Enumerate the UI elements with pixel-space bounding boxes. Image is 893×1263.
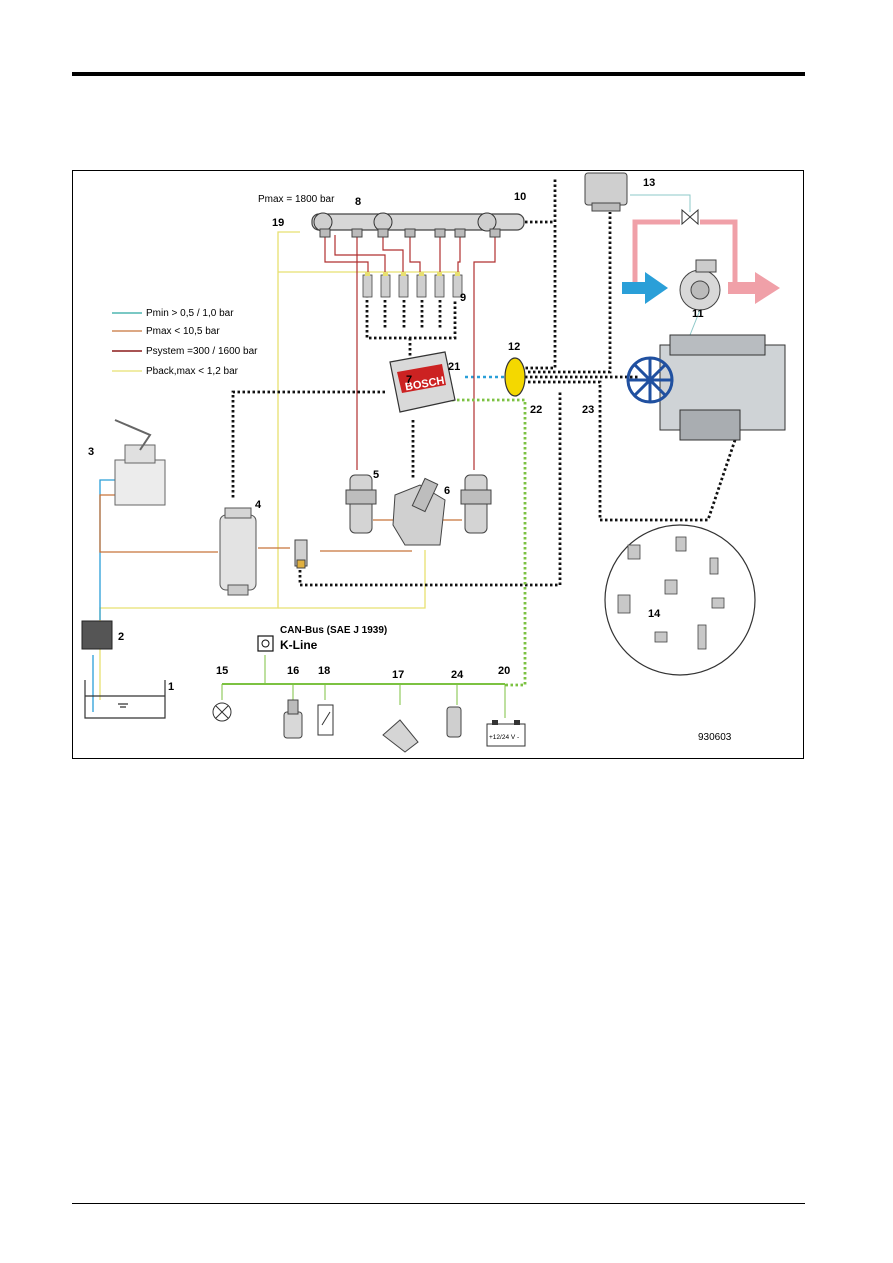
label-23: 23 [582,404,594,416]
label-6: 6 [444,485,450,497]
high-pressure-lines [324,235,496,470]
label-15: 15 [216,665,228,677]
engine [626,334,786,441]
sensor-group [604,524,756,676]
turbocharger [679,259,721,311]
ecu [389,351,456,413]
fuel-filter [219,507,257,596]
common-rail [311,212,525,238]
k-line-label: K-Line [280,638,318,652]
label-18: 18 [318,665,330,677]
exhaust-outlet-arrow [728,272,780,304]
diagnostic-connector [257,635,274,652]
fuel-temp-sensor [294,539,308,569]
battery [486,720,526,747]
label-17: 17 [392,669,404,681]
high-pressure-pump-5 [345,474,377,534]
label-21: 21 [448,361,460,373]
label-1: 1 [168,681,174,693]
legend-4: Pback,max < 1,2 bar [146,366,239,377]
low-pressure-lines [92,375,505,712]
figure-id: 930603 [698,732,732,743]
legend: Pmin > 0,5 / 1,0 bar Pmax < 10,5 bar Psy… [112,308,258,377]
label-9: 9 [460,292,466,304]
label-14: 14 [648,608,661,620]
prefilter-block [81,620,113,650]
label-16: 16 [287,665,299,677]
battery-label: +12/24 V - [489,734,519,741]
header-rule [72,72,805,76]
signal-wiring [231,178,737,587]
can-bus-label: CAN-Bus (SAE J 1939) [280,625,387,636]
label-22: 22 [530,404,542,416]
label-20: 20 [498,665,510,677]
legend-3: Psystem =300 / 1600 bar [146,346,258,357]
label-19: 19 [272,217,284,229]
label-2: 2 [118,631,124,643]
hand-pump [114,419,166,506]
diagram-frame [72,170,804,759]
fuel-metering-unit-6 [392,477,446,546]
label-12: 12 [508,341,520,353]
footer-rule [72,1203,805,1204]
ignition-switch [283,699,303,739]
label-13: 13 [643,177,655,189]
accelerator-pedal [382,719,419,753]
label-8: 8 [355,196,361,208]
warning-lamp [212,702,232,722]
ecu-connector-marker [504,357,526,397]
fuel-tank [84,680,166,719]
relay-switch [317,704,334,736]
wastegate-valve [681,208,699,226]
injector-row [362,272,463,298]
feed-lines [99,494,462,553]
high-pressure-pump-right [460,474,492,534]
label-7: 7 [406,374,412,386]
label-3: 3 [88,446,94,458]
label-5: 5 [373,469,379,481]
turbo-actuator [584,172,628,212]
legend-2: Pmax < 10,5 bar [146,326,220,337]
legend-1: Pmin > 0,5 / 1,0 bar [146,308,234,319]
air-inlet-arrow [622,272,668,304]
label-10: 10 [514,191,526,203]
speed-sensor [446,706,462,738]
can-bus-lines [221,398,527,718]
turbo-lines [630,194,738,336]
label-24: 24 [451,669,464,681]
label-11: 11 [692,308,704,320]
rail-pmax: Pmax = 1800 bar [258,194,335,205]
label-4: 4 [255,499,262,511]
